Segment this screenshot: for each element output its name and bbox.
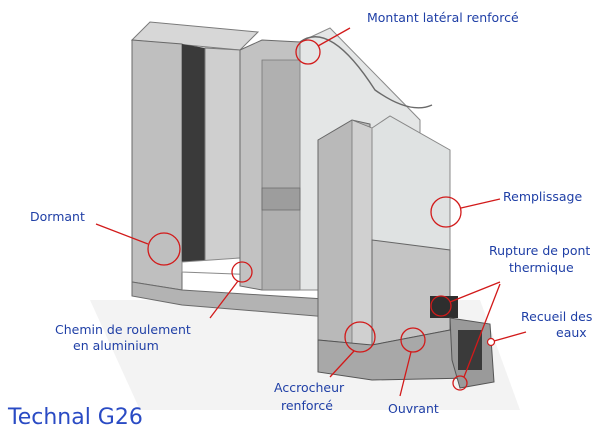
label-accrocheur-line2: renforcé [281, 398, 333, 413]
frame-top-edge [130, 21, 260, 51]
leader-rupture-bottom [463, 283, 501, 378]
marker-recueil [486, 337, 496, 347]
label-ouvrant: Ouvrant [388, 401, 439, 416]
marker-chemin [231, 261, 253, 283]
front-sash-lower-frame [371, 239, 451, 346]
marker-rupture-top [430, 295, 452, 317]
window-section-illustration [90, 21, 520, 410]
marker-rupture-bottom [452, 375, 468, 391]
dormant-inner-channel [182, 44, 205, 262]
brand-title: Technal G26 [7, 405, 143, 430]
lateral-mullion-curve [299, 36, 433, 109]
front-sash-inner-stile [351, 119, 373, 349]
label-rupture-line1: Rupture de pont [489, 243, 590, 258]
marker-remplissage [430, 196, 462, 228]
label-chemin-line2: en aluminium [73, 338, 159, 353]
leader-dormant [95, 223, 149, 245]
label-remplissage: Remplissage [503, 189, 582, 204]
water-collector-slot [458, 330, 482, 370]
back-sash-stile [261, 59, 301, 291]
marker-dormant [147, 232, 181, 266]
leader-remplissage [460, 198, 501, 209]
marker-accrocheur [344, 321, 376, 353]
callout-labels: Montant latéral renforcé Remplissage Dor… [30, 10, 592, 416]
leader-recueil [493, 331, 527, 342]
back-sash-rail [261, 187, 301, 211]
label-recueil-line1: Recueil des [521, 309, 592, 324]
leader-accrocheur [329, 350, 355, 378]
marker-ouvrant [400, 327, 426, 353]
label-chemin-line1: Chemin de roulement [55, 322, 191, 337]
leader-rupture-top [449, 281, 501, 303]
leader-montant [317, 27, 351, 47]
dormant-inner-face [204, 47, 241, 263]
leader-chemin [209, 280, 239, 319]
label-rupture-line2: thermique [509, 260, 574, 275]
label-accrocheur-line1: Accrocheur [274, 380, 345, 395]
dormant-outer-face [131, 39, 183, 291]
marker-montant [295, 39, 321, 65]
leader-ouvrant [399, 351, 412, 397]
label-montant: Montant latéral renforcé [367, 10, 519, 25]
label-dormant: Dormant [30, 209, 85, 224]
label-recueil-line2: eaux [556, 325, 587, 340]
callout-leaders [95, 27, 527, 397]
